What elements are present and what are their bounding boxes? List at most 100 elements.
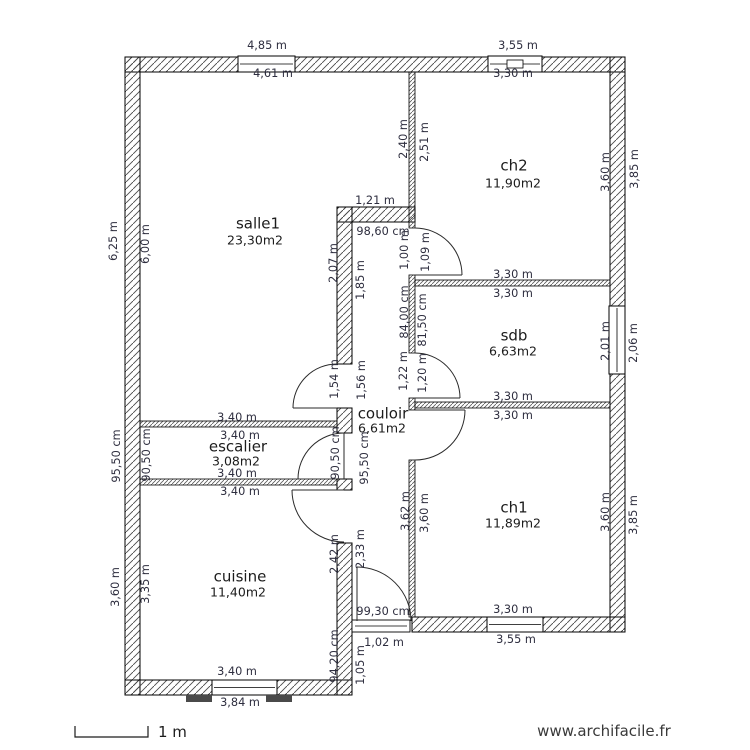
dimension-label: 6,00 m — [139, 224, 152, 264]
dimension-label: 3,30 m — [493, 287, 533, 300]
door — [291, 489, 345, 543]
window — [487, 55, 543, 73]
dimension-label: 3,85 m — [628, 149, 641, 189]
dimension-label: 99,30 cm — [356, 605, 409, 618]
exterior-wall — [336, 542, 353, 696]
dimension-label: 1,02 m — [364, 636, 404, 649]
room-area-escalier: 3,08m2 — [212, 454, 260, 469]
dimension-label: 2,42 m — [328, 534, 341, 574]
room-area-ch1: 11,89m2 — [485, 516, 541, 531]
entrance-threshold — [351, 619, 411, 633]
interior-wall — [414, 401, 611, 409]
dimension-label: 1,85 m — [354, 260, 367, 300]
door — [414, 227, 463, 276]
room-area-ch2: 11,90m2 — [485, 176, 541, 191]
door-swing-arc — [292, 363, 338, 409]
door — [414, 352, 461, 399]
shutter — [186, 695, 212, 702]
dimension-label: 3,40 m — [217, 467, 257, 480]
dimension-label: 1,20 m — [416, 353, 429, 393]
dimension-label: 3,30 m — [493, 268, 533, 281]
room-area-couloir: 6,61m2 — [358, 421, 406, 436]
room-name-ch2: ch2 — [500, 157, 527, 175]
window — [237, 55, 296, 73]
dimension-label: 3,30 m — [493, 603, 533, 616]
dimension-label: 90,50 cm — [140, 428, 153, 481]
door-swing-arc — [297, 432, 345, 480]
dimension-label: 1,54 m — [328, 359, 341, 399]
door — [414, 409, 466, 461]
dimension-label: 3,55 m — [498, 39, 538, 52]
room-name-salle1: salle1 — [236, 215, 280, 233]
dimension-label: 3,60 m — [599, 492, 612, 532]
dimension-label: 3,35 m — [139, 564, 152, 604]
dimension-label: 4,85 m — [247, 39, 287, 52]
interior-wall — [408, 274, 416, 354]
door-swing-arc — [356, 566, 412, 622]
footer-layer: 1 m www.archifacile.fr — [74, 722, 672, 741]
dimension-label: 2,40 m — [397, 119, 410, 159]
doors-layer — [291, 227, 466, 622]
dimension-label: 3,60 m — [109, 567, 122, 607]
exterior-wall — [124, 56, 141, 696]
dimension-label: 3,40 m — [217, 665, 257, 678]
dimension-label: 4,61 m — [253, 67, 293, 80]
dimension-label: 98,60 cm — [356, 225, 409, 238]
interior-wall — [408, 459, 416, 618]
door-swing-arc — [414, 352, 461, 399]
window — [608, 305, 626, 375]
dimension-label: 3,30 m — [493, 390, 533, 403]
dimension-label: 3,85 m — [627, 495, 640, 535]
interior-wall — [408, 397, 416, 411]
dimension-label: 95,50 cm — [110, 429, 123, 482]
room-area-cuisine: 11,40m2 — [210, 585, 266, 600]
dimension-label: 84,00 cm — [398, 285, 411, 338]
door — [297, 432, 345, 480]
door — [292, 363, 338, 409]
room-area-sdb: 6,63m2 — [489, 344, 537, 359]
window — [486, 616, 544, 633]
door-swing-arc — [414, 409, 466, 461]
dimension-label: 95,50 cm — [358, 431, 371, 484]
dimension-label: 3,84 m — [220, 696, 260, 709]
window-step — [506, 59, 524, 69]
interior-wall — [139, 420, 338, 428]
shutter — [266, 695, 292, 702]
dimension-label: 3,60 m — [418, 493, 431, 533]
door-swing-arc — [291, 489, 345, 543]
scale-label: 1 m — [158, 723, 187, 741]
scale-bar — [74, 726, 149, 738]
dimension-label: 3,60 m — [599, 152, 612, 192]
dimension-label: 3,62 m — [399, 491, 412, 531]
interior-wall — [139, 478, 338, 486]
dimension-label: 1,56 m — [355, 360, 368, 400]
dimension-label: 2,51 m — [418, 122, 431, 162]
window — [211, 679, 278, 696]
dimension-label: 2,06 m — [627, 323, 640, 363]
room-name-ch1: ch1 — [500, 499, 527, 517]
dimension-label: 90,50 cm — [329, 426, 342, 479]
dimension-label: 2,07 m — [327, 243, 340, 283]
dimension-label: 3,55 m — [496, 633, 536, 646]
openings-layer — [186, 55, 626, 702]
room-name-sdb: sdb — [501, 327, 528, 345]
exterior-wall — [124, 56, 626, 73]
door — [356, 566, 412, 622]
dimension-label: 3,30 m — [493, 67, 533, 80]
room-name-couloir: couloir — [358, 405, 409, 423]
dimension-label: 1,00 m — [398, 230, 411, 270]
dimension-label: 1,22 m — [397, 351, 410, 391]
dimension-label: 1,21 m — [355, 194, 395, 207]
room-name-cuisine: cuisine — [214, 568, 267, 586]
room-name-escalier: escalier — [209, 438, 268, 456]
dimension-label: 1,09 m — [419, 232, 432, 272]
exterior-wall — [336, 478, 353, 491]
dimension-label: 3,40 m — [217, 411, 257, 424]
interior-wall — [414, 279, 611, 287]
dimension-label: 3,40 m — [220, 485, 260, 498]
dimension-label: 3,40 m — [220, 429, 260, 442]
website-watermark: www.archifacile.fr — [537, 722, 671, 740]
dimension-label: 2,33 m — [354, 529, 367, 569]
